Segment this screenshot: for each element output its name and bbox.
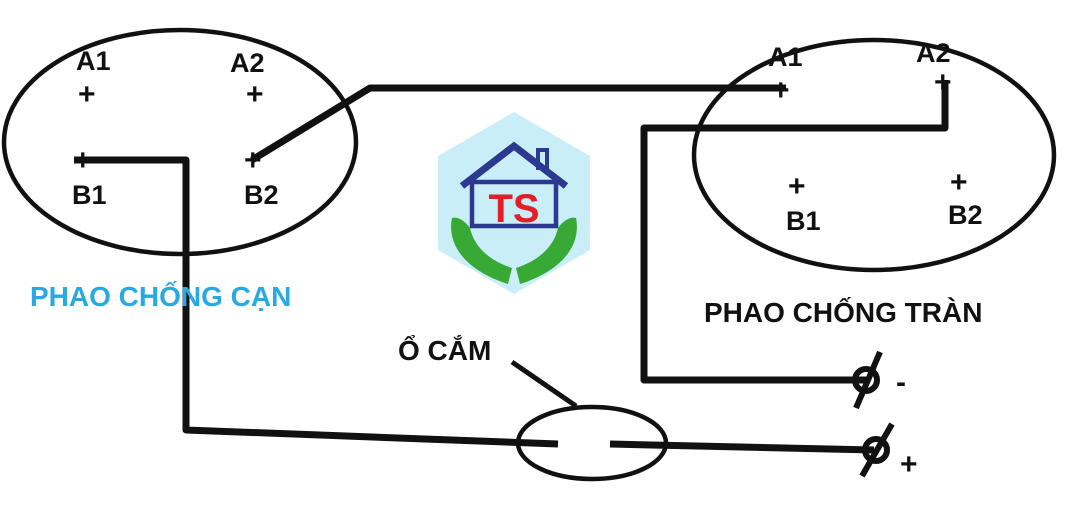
right-a1-label: A1 — [768, 42, 803, 72]
left-a2-sign: + — [246, 78, 264, 111]
right-float-outline — [691, 37, 1057, 273]
right-b1-sign: + — [788, 170, 806, 203]
right-b2-label: B2 — [948, 200, 983, 230]
logo-chimney-icon — [536, 148, 549, 170]
right-float-title: PHAO CHỐNG TRÀN — [704, 296, 982, 328]
left-b1-sign: + — [74, 144, 92, 177]
positive-terminal-icon — [862, 436, 890, 464]
negative-terminal-slash-icon — [853, 350, 883, 410]
left-b2-label: B2 — [244, 180, 279, 210]
positive-terminal — [859, 422, 895, 478]
left-b2-sign: + — [244, 144, 262, 177]
ts-logo: TS — [438, 112, 590, 294]
wire-left-b2-to-right-a1 — [250, 84, 786, 163]
right-b2-sign: + — [950, 166, 968, 199]
positive-terminal-label: + — [900, 448, 918, 481]
socket-leader-line — [510, 359, 578, 409]
logo-house-roof-icon — [459, 141, 569, 189]
right-a1-sign: + — [772, 74, 790, 107]
wire-socket-to-positive — [609, 440, 875, 454]
right-a2-label: A2 — [916, 38, 951, 68]
positive-terminal-slash-icon — [859, 422, 895, 478]
left-a1-sign: + — [78, 78, 96, 111]
wires — [74, 80, 949, 454]
negative-terminal-label: - — [896, 366, 906, 399]
socket-label: Ổ CẮM — [398, 335, 491, 366]
left-float-title: PHAO CHỐNG CẠN — [30, 280, 291, 312]
logo-house-wall-icon — [469, 179, 559, 229]
wire-left-b1-to-socket — [74, 156, 559, 448]
logo-right-hand-icon — [516, 217, 577, 284]
right-a2-sign: + — [934, 66, 952, 99]
right-b1-label: B1 — [786, 206, 821, 236]
socket-icon — [515, 404, 669, 482]
wire-right-a2-to-negative — [640, 80, 949, 384]
left-float-outline — [1, 27, 359, 257]
left-a1-label: A1 — [76, 46, 111, 76]
left-b1-label: B1 — [72, 180, 107, 210]
negative-terminal — [852, 350, 883, 410]
logo-left-hand-icon — [451, 217, 512, 284]
logo-text: TS — [488, 187, 539, 231]
left-a2-label: A2 — [230, 48, 265, 78]
